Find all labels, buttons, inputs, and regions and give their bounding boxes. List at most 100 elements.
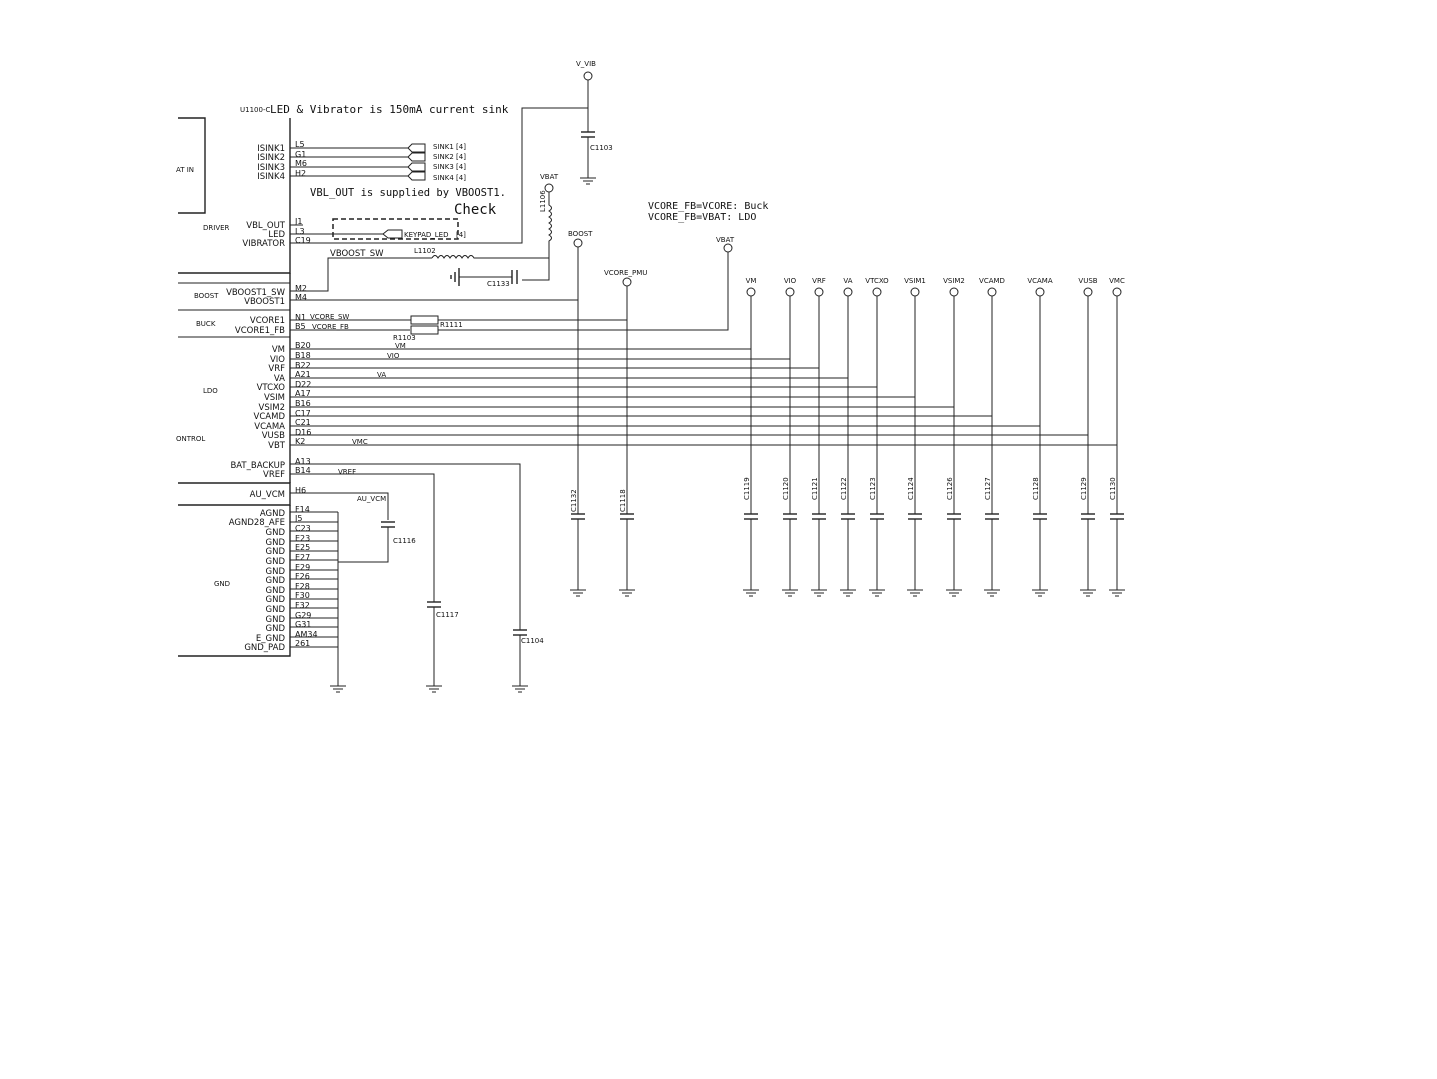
block-gnd: GND [214, 580, 230, 588]
cap-c1132: C1132 [570, 489, 578, 512]
rail-node [987, 287, 997, 297]
isink-wires: SINK1 [4] SINK2 [4] SINK3 [4] SINK4 [4] [290, 143, 466, 182]
rail-net-label: VIO [784, 277, 797, 285]
pin-label: GND [266, 624, 286, 634]
rail-net-label: VUSB [1078, 277, 1097, 285]
pin-number: B14 [295, 466, 311, 475]
pin-numbers: L5 G1 M6 H2 J1 L3 C19 M2 M4 N1 B5 B20 B1… [294, 140, 318, 648]
pin-number: B16 [295, 399, 311, 408]
pin-label: LED [268, 230, 285, 240]
rail-net-label: VSIM2 [943, 277, 965, 285]
block-boost: BOOST [194, 292, 219, 300]
rail-node [949, 287, 959, 297]
res-r1111: R1111 [440, 321, 463, 329]
pin-label: VM [272, 345, 285, 355]
pin-number: L3 [295, 227, 305, 236]
rail-cap-label: C1128 [1032, 477, 1040, 500]
pin-names: ISINK1 ISINK2 ISINK3 ISINK4 VBL_OUT LED … [226, 144, 286, 653]
v-vib-net: V_VIB C1103 [576, 60, 613, 185]
net-vbat-right: VBAT [716, 236, 735, 244]
pin-label: AGND [260, 509, 286, 519]
vcore-pmu-rail: VCORE_PMU C1118 [604, 269, 647, 597]
boost-switch: VBOOST_SW L1102 C1133 [290, 247, 550, 292]
rail-cap-label: C1126 [946, 477, 954, 500]
pin-number: M6 [295, 159, 307, 168]
pin-label: AU_VCM [250, 490, 285, 500]
block-buck: BUCK [196, 320, 216, 328]
pin-number: K2 [295, 437, 305, 446]
rail-node [872, 287, 882, 297]
pin-number: D22 [295, 380, 311, 389]
rail-cap-label: C1120 [782, 477, 790, 500]
pin-label: VRF [268, 364, 285, 374]
net-vm-label: VM [395, 342, 406, 350]
pin-label: GND [266, 595, 286, 605]
pin-number: F30 [295, 591, 310, 600]
pin-label: VUSB [262, 431, 285, 441]
pin-number: B18 [295, 351, 311, 360]
pin-label: E_GND [256, 634, 286, 644]
net-sink3: SINK3 [4] [433, 163, 466, 171]
net-keypad-ref: [4] [456, 231, 466, 239]
note-vcore-buck: VCORE_FB=VCORE: Buck [648, 201, 768, 212]
rail-cap-label: C1127 [984, 477, 992, 500]
bat-backup-net: C1104 [290, 463, 544, 693]
rail-cap-label: C1123 [869, 477, 877, 500]
pin-label: GND_PAD [244, 643, 285, 653]
net-sink1: SINK1 [4] [433, 143, 466, 151]
cap-c1104: C1104 [521, 637, 544, 645]
pin-label: GND [266, 586, 286, 596]
pin-number: G29 [295, 611, 311, 620]
block-ldo: LDO [203, 387, 218, 395]
net-vcore-pmu: VCORE_PMU [604, 269, 647, 277]
pin-number: F32 [295, 601, 310, 610]
rail-cap-label: C1130 [1109, 477, 1117, 500]
rail-net-label: VMC [1109, 277, 1125, 285]
rail-node [910, 287, 920, 297]
pin-label: ISINK4 [257, 172, 285, 182]
pin-number: C19 [295, 236, 311, 245]
net-sink2: SINK2 [4] [433, 153, 466, 161]
au-vcm-net: AU_VCM C1116 [290, 492, 416, 563]
pin-label: AGND28_AFE [229, 518, 285, 528]
rail-net-label: VCAMD [979, 277, 1005, 285]
rail-net-label: VSIM1 [904, 277, 926, 285]
rail-node [814, 287, 824, 297]
pin-label: VBOOST1_SW [226, 288, 286, 298]
pin-label: GND [266, 547, 286, 557]
vref-net: VREF C1117 [290, 468, 459, 693]
pin-number: L5 [295, 140, 305, 149]
net-vmc-label: VMC [352, 438, 368, 446]
net-au-vcm: AU_VCM [357, 495, 386, 503]
rail-net-label: VCAMA [1027, 277, 1053, 285]
pin-label: VCORE1_FB [235, 326, 285, 336]
rail-cap-label: C1129 [1080, 477, 1088, 500]
pin-number: D16 [295, 428, 311, 437]
pin-label: VA [274, 374, 285, 384]
note-vbl-out: VBL_OUT is supplied by VBOOST1. [310, 187, 506, 199]
net-vcore-sw: VCORE_SW [310, 313, 349, 321]
rail-node [1035, 287, 1045, 297]
pin-number: A21 [295, 370, 311, 379]
pin-label: BAT_BACKUP [230, 461, 285, 471]
pin-label: GND [266, 576, 286, 586]
pin-label: GND [266, 567, 286, 577]
rail-cap-label: C1119 [743, 477, 751, 500]
pin-number: E23 [295, 534, 310, 543]
pin-number: N1 [295, 313, 306, 322]
pin-number: F26 [295, 572, 310, 581]
rail-node [1083, 287, 1093, 297]
pin-label: GND [266, 615, 286, 625]
pin-label: VSIM2 [259, 403, 285, 413]
pin-label: VREF [263, 470, 285, 480]
pin-label: VBT [268, 441, 286, 451]
pin-number: H2 [295, 169, 306, 178]
cap-c1103: C1103 [590, 144, 613, 152]
net-keypad-led: KEYPAD_LED [404, 231, 448, 239]
pin-label: ISINK1 [257, 144, 285, 154]
ic-reference: U1100-C [240, 106, 270, 114]
net-vio-label: VIO [387, 352, 400, 360]
net-v-vib: V_VIB [576, 60, 596, 68]
rail-node [1112, 287, 1122, 297]
rail-net-label: VRF [812, 277, 826, 285]
